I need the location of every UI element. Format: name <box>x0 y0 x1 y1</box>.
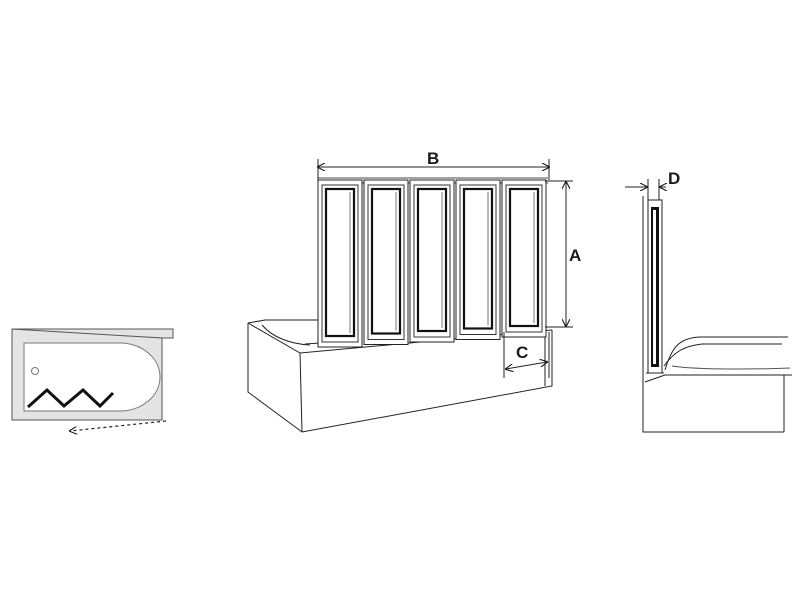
drain-icon <box>31 367 39 375</box>
dimension-label-c: C <box>516 343 528 362</box>
fold-direction-arrow-icon <box>70 420 167 431</box>
screen-panel <box>455 179 501 340</box>
screen-panel <box>501 179 547 338</box>
side-wall <box>642 196 784 433</box>
dimension-label-b: B <box>427 149 439 168</box>
screen-panels <box>317 179 547 348</box>
top-view <box>11 328 174 431</box>
bath-rim <box>247 319 322 324</box>
dimension-c-line <box>506 362 547 369</box>
folded-screen-zigzag <box>26 387 115 409</box>
side-bath <box>664 336 788 371</box>
screen-panel <box>363 179 409 345</box>
side-view <box>625 179 792 433</box>
screen-panel <box>317 179 363 348</box>
dimension-label-a: A <box>569 246 581 265</box>
dimension-label-d: D <box>668 169 680 188</box>
perspective-view <box>247 159 573 433</box>
screen-panel <box>409 179 455 343</box>
top-view-bath-basin <box>23 342 161 412</box>
